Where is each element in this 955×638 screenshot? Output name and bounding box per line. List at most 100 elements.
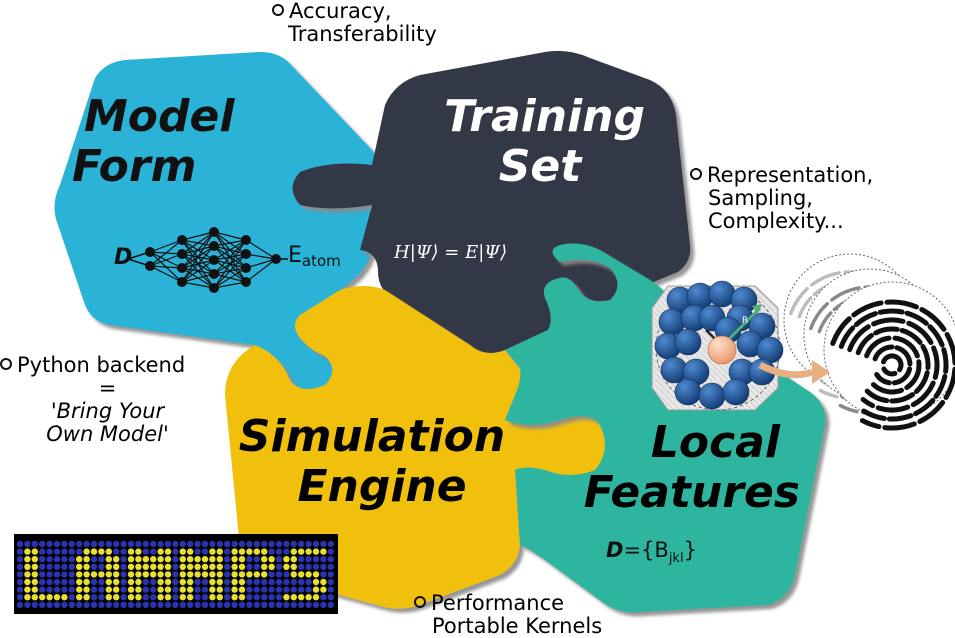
logo-dot: [61, 586, 68, 593]
logo-dot: [275, 540, 283, 548]
logo-dot: [135, 571, 142, 578]
logo-dot: [246, 601, 253, 608]
logo-dot: [224, 563, 231, 570]
logo-dot: [31, 594, 38, 601]
logo-dot: [261, 563, 268, 570]
logo-dot: [238, 563, 246, 570]
logo-dot: [187, 586, 194, 593]
logo-dot: [179, 578, 186, 586]
logo-dot: [275, 556, 283, 563]
nn-edge: [181, 231, 215, 255]
nn-node: [177, 235, 187, 245]
logo-dot: [53, 548, 61, 555]
nn-edge: [149, 253, 183, 267]
nn-edge: [181, 281, 215, 289]
logo-dot: [76, 563, 83, 570]
logo-dot: [157, 563, 164, 570]
logo-dot: [39, 601, 46, 608]
logo-dot: [298, 556, 305, 563]
logo-dot: [253, 594, 260, 601]
logo-dot: [179, 563, 186, 570]
logo-dot: [187, 571, 194, 578]
nn-edge: [213, 267, 247, 289]
logo-dot: [120, 601, 127, 608]
logo-dot: [113, 548, 120, 555]
logo-dot: [187, 601, 194, 608]
logo-dot: [76, 586, 83, 593]
logo-dot: [201, 571, 209, 578]
logo-dot: [187, 563, 194, 570]
nn-node: [241, 235, 251, 245]
logo-dot: [261, 578, 268, 586]
logo-dot: [179, 548, 186, 555]
logo-dot: [105, 586, 113, 593]
logo-dot: [31, 586, 38, 593]
fingerprint-ridge: [838, 308, 949, 422]
logo-dot: [39, 563, 46, 570]
logo-dot: [194, 540, 201, 548]
logo-dot: [120, 586, 127, 593]
logo-dot: [39, 586, 46, 593]
logo-dot: [24, 571, 31, 578]
logo-dot: [105, 548, 113, 555]
logo-dot: [127, 571, 135, 578]
logo-dot: [283, 548, 290, 555]
logo-dot: [224, 548, 231, 555]
logo-dot: [312, 556, 320, 563]
logo-dot: [76, 594, 83, 601]
logo-dot: [98, 586, 105, 593]
logo-dot: [312, 578, 320, 586]
nn-node: [209, 269, 219, 279]
logo-dot: [209, 601, 216, 608]
logo-dot: [120, 578, 127, 586]
network-input-label: D: [114, 245, 133, 270]
logo-dot: [113, 556, 120, 563]
logo-dot: [135, 556, 142, 563]
logo-dot: [16, 540, 24, 548]
logo-dot: [305, 548, 312, 555]
nn-node: [177, 277, 187, 287]
logo-dot: [238, 586, 246, 593]
logo-dot: [209, 571, 216, 578]
local-features-piece: [505, 243, 826, 613]
logo-dot: [68, 594, 76, 601]
logo-dot: [290, 601, 297, 608]
logo-dot: [224, 540, 231, 548]
logo-dot: [238, 556, 246, 563]
logo-dot: [127, 594, 135, 601]
nn-node: [241, 263, 251, 273]
logo-dot: [83, 601, 90, 608]
logo-dot: [327, 578, 334, 586]
logo-dot: [127, 586, 135, 593]
logo-dot: [179, 556, 186, 563]
logo-dot: [305, 556, 312, 563]
logo-dot: [76, 578, 83, 586]
logo-dot: [312, 571, 320, 578]
note-python: Python backend = 'Bring Your Own Model': [0, 354, 215, 446]
logo-dot: [261, 556, 268, 563]
logo-dot: [216, 578, 223, 586]
logo-dot: [98, 540, 105, 548]
logo-dot: [172, 548, 179, 555]
logo-dot: [98, 594, 105, 601]
logo-dot: [320, 586, 327, 593]
logo-dot: [68, 556, 76, 563]
logo-dot: [298, 586, 305, 593]
logo-dot: [209, 578, 216, 586]
logo-dot: [201, 594, 209, 601]
logo-dot: [31, 571, 38, 578]
logo-dot: [194, 578, 201, 586]
logo-dot: [105, 540, 113, 548]
logo-dot: [53, 594, 61, 601]
nn-edge: [149, 265, 183, 283]
logo-dot: [16, 563, 24, 570]
logo-dot: [187, 578, 194, 586]
logo-dot: [83, 586, 90, 593]
logo-dot: [127, 548, 135, 555]
logo-dot: [327, 540, 334, 548]
logo-dot: [231, 548, 238, 555]
arrow-icon: [758, 361, 814, 379]
logo-dot: [120, 594, 127, 601]
logo-dot: [298, 601, 305, 608]
logo-dot: [283, 601, 290, 608]
